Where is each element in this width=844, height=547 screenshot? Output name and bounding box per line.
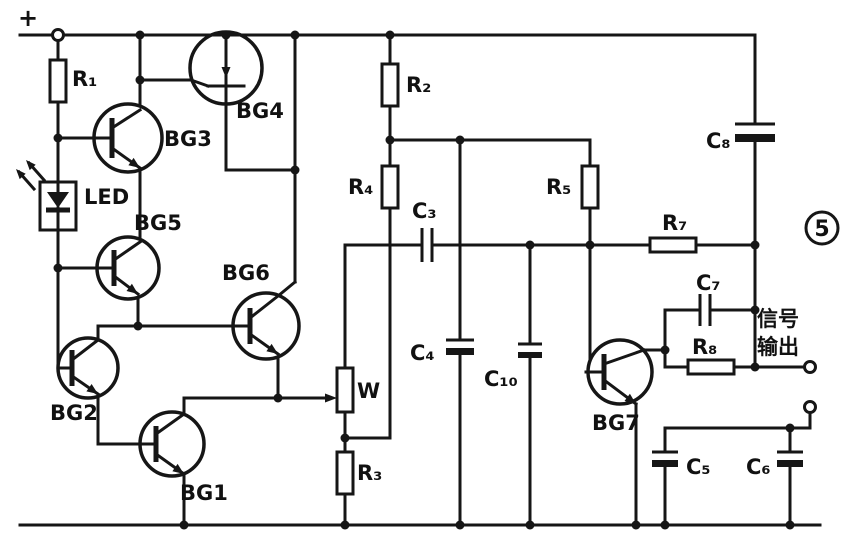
bg2-emitter-arrow bbox=[86, 384, 98, 394]
bg6-emitter-arrow bbox=[266, 343, 278, 354]
capacitor-c7 bbox=[698, 294, 712, 326]
label-c3: C₃ bbox=[412, 199, 437, 223]
label-r5: R₅ bbox=[546, 175, 571, 199]
label-signal-output-line2: 输出 bbox=[757, 335, 799, 359]
resistor-r1 bbox=[48, 58, 68, 104]
wires-middle-section bbox=[343, 33, 757, 527]
power-rail-top bbox=[18, 33, 757, 126]
bg3-emitter-arrow bbox=[128, 157, 140, 168]
transistor-bg2 bbox=[56, 336, 120, 400]
output-terminal-2 bbox=[803, 400, 817, 414]
led-diode-triangle bbox=[47, 192, 69, 208]
resistor-r8 bbox=[686, 358, 736, 376]
transistor-bg1 bbox=[138, 410, 206, 478]
bg5-emitter-arrow bbox=[126, 283, 138, 294]
potentiometer-wiper-arrow bbox=[325, 393, 337, 403]
label-r7: R₇ bbox=[662, 211, 687, 235]
capacitor-c5 bbox=[652, 450, 678, 467]
transistor-bg4 bbox=[188, 30, 264, 106]
output-terminal-1 bbox=[803, 360, 817, 374]
transistor-bg7 bbox=[584, 338, 654, 407]
label-bg1: BG1 bbox=[180, 481, 228, 505]
label-bg4: BG4 bbox=[236, 99, 284, 123]
transistor-bg3 bbox=[92, 102, 164, 174]
label-led: LED bbox=[84, 185, 129, 209]
capacitor-c8 bbox=[735, 122, 775, 142]
label-r2: R₂ bbox=[406, 73, 431, 97]
label-bg3: BG3 bbox=[164, 127, 212, 151]
figure-number-circle bbox=[804, 210, 840, 246]
capacitor-c3 bbox=[420, 228, 434, 262]
resistor-r7 bbox=[648, 236, 698, 254]
label-signal-output-line1: 信号 bbox=[757, 307, 799, 331]
resistor-r2 bbox=[380, 62, 400, 108]
resistors bbox=[48, 58, 736, 496]
led-emission-arrows bbox=[16, 160, 47, 192]
bg1-emitter-arrow bbox=[172, 463, 184, 474]
label-bg2: BG2 bbox=[50, 401, 98, 425]
label-bg5: BG5 bbox=[134, 211, 182, 235]
label-r1: R₁ bbox=[72, 67, 97, 91]
transistor-bg6 bbox=[231, 291, 301, 361]
label-c10: C₁₀ bbox=[484, 367, 518, 391]
component-labels: + R₁ BG3 BG4 LED BG5 BG6 BG2 BG1 R₂ R₄ C… bbox=[18, 4, 799, 505]
capacitors bbox=[420, 122, 803, 467]
led-symbol bbox=[16, 160, 78, 232]
capacitor-c10 bbox=[518, 342, 542, 358]
bg7-emitter-arrow bbox=[624, 393, 636, 404]
junction-dots bbox=[53, 30, 795, 530]
label-c8: C₈ bbox=[706, 129, 731, 153]
label-r8: R₈ bbox=[692, 335, 717, 359]
capacitor-c4 bbox=[446, 338, 474, 355]
label-c6: C₆ bbox=[746, 455, 771, 479]
label-c7: C₇ bbox=[696, 271, 721, 295]
label-r3: R₃ bbox=[357, 461, 382, 485]
label-c5: C₅ bbox=[686, 455, 711, 479]
potentiometer-w-body bbox=[335, 366, 355, 414]
wires-right-section bbox=[634, 140, 812, 527]
label-bg6: BG6 bbox=[222, 261, 270, 285]
figure-number: 5 bbox=[814, 217, 829, 242]
label-r4: R₄ bbox=[348, 175, 373, 199]
capacitor-c6 bbox=[777, 450, 803, 467]
label-supply-plus: + bbox=[18, 4, 38, 32]
resistor-r4 bbox=[380, 164, 400, 210]
label-c4: C₄ bbox=[410, 341, 435, 365]
supply-terminal bbox=[51, 28, 65, 42]
label-bg7: BG7 bbox=[592, 411, 640, 435]
label-w: W bbox=[357, 379, 380, 403]
transistor-bg5 bbox=[95, 235, 161, 301]
bg4-emitter-arrow bbox=[221, 67, 231, 78]
resistor-r5 bbox=[580, 164, 600, 210]
figure-number-badge: 5 bbox=[804, 210, 840, 246]
resistor-r3 bbox=[335, 450, 355, 496]
potentiometer-w bbox=[325, 366, 355, 414]
terminals bbox=[51, 28, 817, 414]
